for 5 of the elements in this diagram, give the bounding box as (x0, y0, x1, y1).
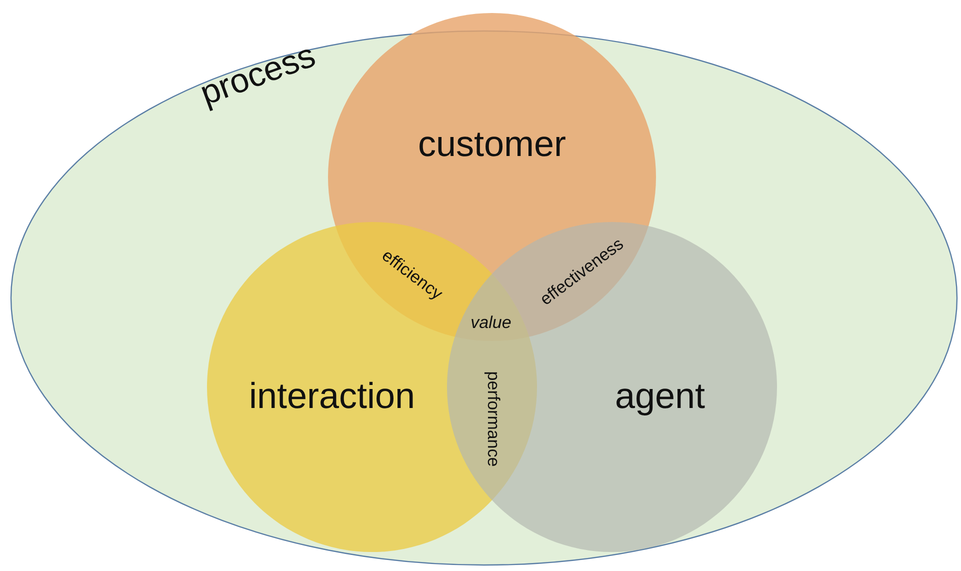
circle-label: interaction (248, 375, 416, 417)
circle-label: customer (418, 123, 566, 165)
overlap-label: value (470, 313, 512, 333)
circle-label: agent (614, 375, 706, 417)
overlap-label: performance (483, 371, 503, 467)
